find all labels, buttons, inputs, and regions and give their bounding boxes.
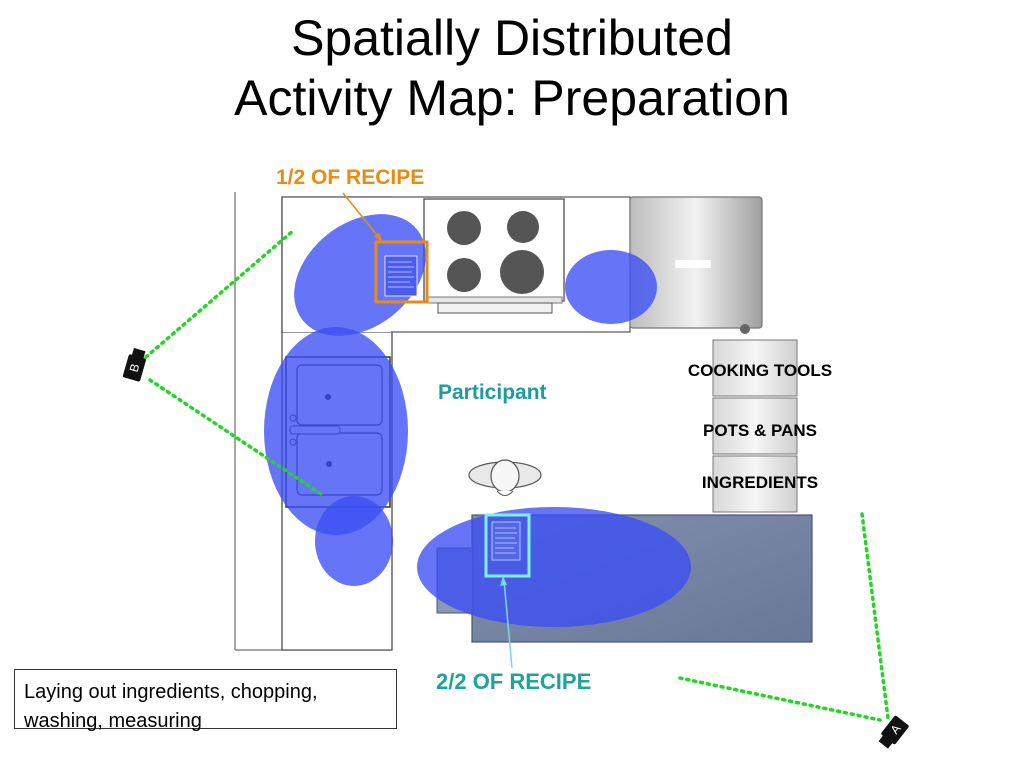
leader-arrowhead-recipe-2 [500, 576, 507, 586]
camera-b-label: B [127, 362, 143, 374]
camera-icon-a: A [878, 715, 909, 749]
leader-line-recipe-2 [503, 579, 513, 669]
camera-icon-b: B [122, 348, 146, 382]
zone-island [417, 507, 691, 627]
stove-icon [423, 198, 565, 314]
page-title: Spatially Distributed Activity Map: Prep… [0, 8, 1024, 128]
fridge-icon [629, 196, 763, 334]
leader-arrowhead-recipe-1 [374, 233, 383, 243]
shelf-ingredients-label: INGREDIENTS [701, 473, 819, 492]
leader-line-recipe-1 [342, 192, 382, 241]
recipe-part-1-label: 1/2 OF RECIPE [276, 166, 425, 189]
zone-lower-counter [315, 496, 393, 586]
document-icon-recipe-2 [484, 513, 531, 578]
recipe-part-2-label: 2/2 OF RECIPE [436, 669, 592, 694]
person-icon [468, 459, 542, 496]
shelving-unit [712, 339, 798, 513]
title-line-1: Spatially Distributed [291, 10, 733, 66]
zone-stove-right [565, 250, 657, 324]
shelf-pots-pans-label: POTS & PANS [703, 421, 817, 440]
activity-caption: Laying out ingredients, chopping, washin… [14, 669, 397, 732]
document-icon-recipe-1 [374, 240, 429, 304]
title-line-2: Activity Map: Preparation [234, 70, 790, 126]
zone-sink [264, 327, 408, 535]
shelf-cooking-tools-label: COOKING TOOLS [687, 361, 833, 380]
participant-label: Participant [438, 381, 547, 404]
zone-counter-left [294, 214, 426, 336]
camera-view-lines [144, 228, 890, 722]
